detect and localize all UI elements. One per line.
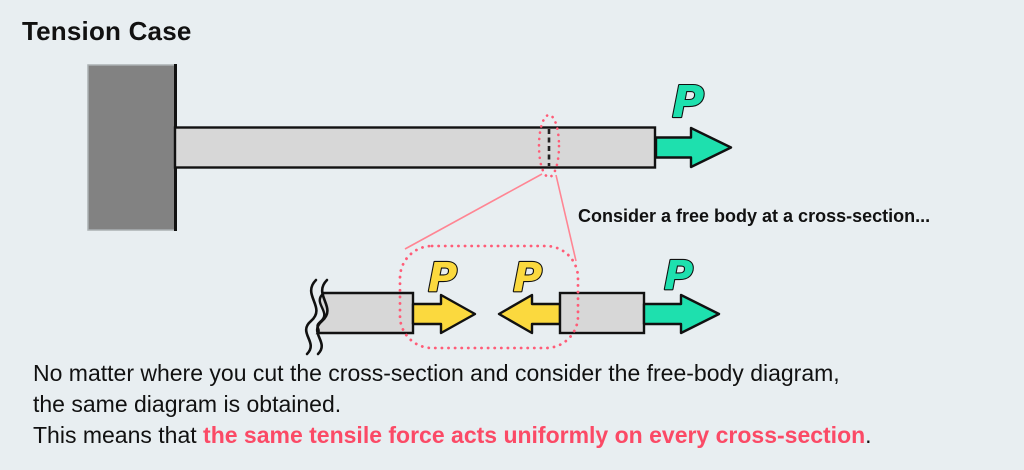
internal-force-arrow-left [497,293,562,335]
fixed-wall [87,64,176,231]
internal-force-label-right: P [513,255,542,301]
fbd-applied-force-label: P [664,253,693,299]
applied-force-arrow [654,126,733,169]
bar-member [173,126,657,169]
zoom-connector-left-line [404,173,543,250]
caption-line-3-suffix: . [865,422,872,448]
break-wave-line-left [304,278,318,356]
caption-block: No matter where you cut the cross-sectio… [33,358,872,451]
fbd-left-piece [315,291,415,335]
page-title: Tension Case [22,16,192,46]
caption-line-3-prefix: This means that [33,422,204,448]
caption-line-3: This means that the same tensile force a… [33,420,872,451]
break-wave-line-right [315,278,329,356]
applied-force-label: P [672,77,704,128]
fbd-right-piece [558,291,646,335]
caption-line-2: the same diagram is obtained. [33,391,342,417]
internal-forces-highlight-box [398,244,580,350]
cross-section-annotation: Consider a free body at a cross-section.… [578,206,931,226]
caption-line-3-highlight: the same tensile force acts uniformly on… [203,422,866,448]
caption-line-1: No matter where you cut the cross-sectio… [33,360,840,386]
cut-highlight-ellipse [537,113,561,179]
internal-force-label-left: P [428,255,457,301]
zoom-connector-right-line [555,174,577,262]
fbd-applied-force-arrow [642,293,721,335]
internal-force-arrow-right [411,293,477,335]
